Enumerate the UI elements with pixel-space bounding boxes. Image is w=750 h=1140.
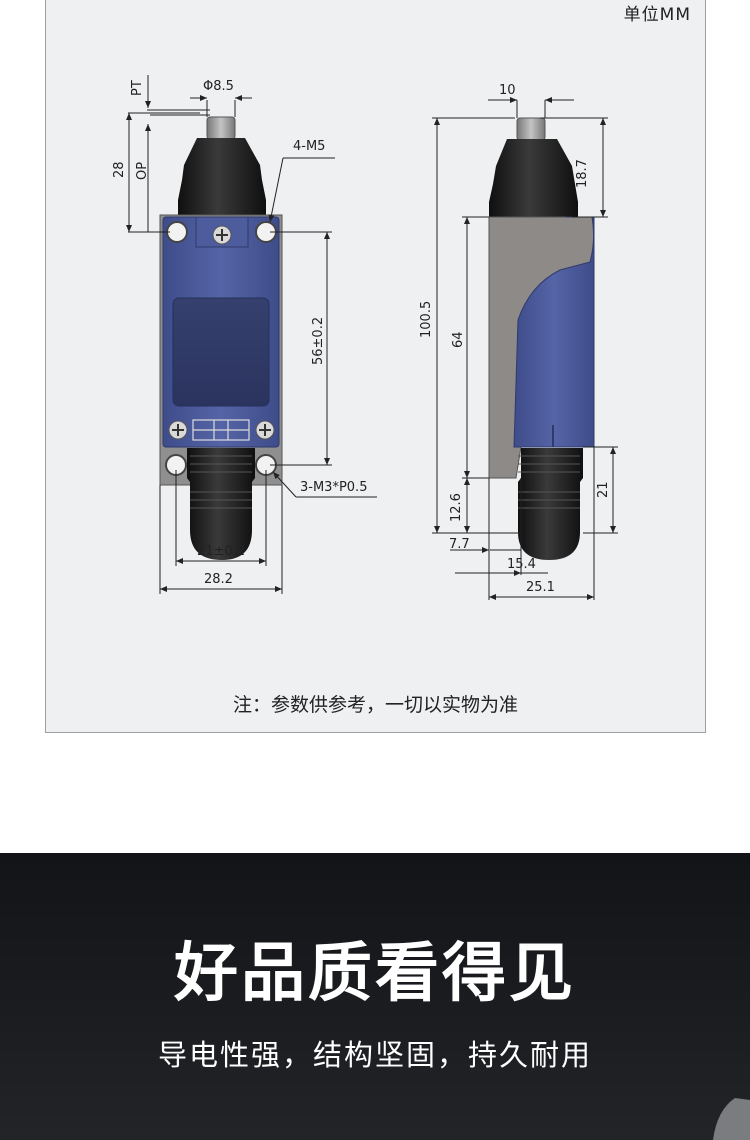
side-dim-25-1: 25.1 <box>526 580 555 595</box>
front-dim-28-2: 28.2 <box>204 572 233 587</box>
side-view: 10 18.7 100.5 64 12.6 21 7.7 15.4 25.1 <box>419 83 618 600</box>
front-screws <box>168 225 275 440</box>
front-pt-label: PT <box>130 80 145 96</box>
side-dim-15-4: 15.4 <box>507 557 536 572</box>
side-dim-10: 10 <box>499 83 516 98</box>
banner-subtitle: 导电性强，结构坚固，持久耐用 <box>157 1038 592 1072</box>
side-boot <box>489 139 578 218</box>
front-boot <box>178 138 266 216</box>
front-plunger <box>206 116 236 140</box>
front-dim-56: 56±0.2 <box>311 317 326 365</box>
front-mount-holes <box>165 221 277 476</box>
front-bottom-slots <box>192 419 250 441</box>
front-op-label: OP <box>135 162 150 180</box>
front-gland-ribs <box>190 455 252 509</box>
front-cable-gland <box>187 448 255 560</box>
dimension-drawing: PT OP 28 Φ8.5 4-M5 56±0.2 3-M3*P0.5 21±0… <box>112 75 618 600</box>
drawing-panel: 单位MM 注：参数供参考，一切以实物为准 <box>45 0 706 733</box>
corner-decoration <box>713 1098 750 1140</box>
disclaimer-note: 注：参数供参考，一切以实物为准 <box>232 694 518 716</box>
side-dim-18-7: 18.7 <box>575 159 590 188</box>
front-dim-diameter: Φ8.5 <box>203 79 234 94</box>
side-plunger <box>516 117 546 141</box>
side-cable-gland <box>518 448 583 560</box>
front-view: PT OP 28 Φ8.5 4-M5 56±0.2 3-M3*P0.5 21±0… <box>112 75 377 594</box>
side-blue-cover <box>513 216 595 448</box>
side-gland-ribs <box>518 455 580 509</box>
side-dim-100-5: 100.5 <box>419 301 434 338</box>
front-dim-21: 21±0.2 <box>197 544 245 559</box>
front-dim-28: 28 <box>112 161 127 178</box>
side-dim-64: 64 <box>451 331 466 348</box>
unit-label: 单位MM <box>623 5 691 25</box>
front-thread-bottom: 3-M3*P0.5 <box>300 480 367 495</box>
front-thread-top: 4-M5 <box>293 139 325 154</box>
side-dim-7-7: 7.7 <box>449 537 470 552</box>
quality-banner <box>0 853 750 1140</box>
side-dim-21: 21 <box>596 481 611 498</box>
side-dim-12-6: 12.6 <box>449 493 464 522</box>
banner-title: 好品质看得见 <box>174 937 576 1011</box>
front-window <box>172 297 270 407</box>
